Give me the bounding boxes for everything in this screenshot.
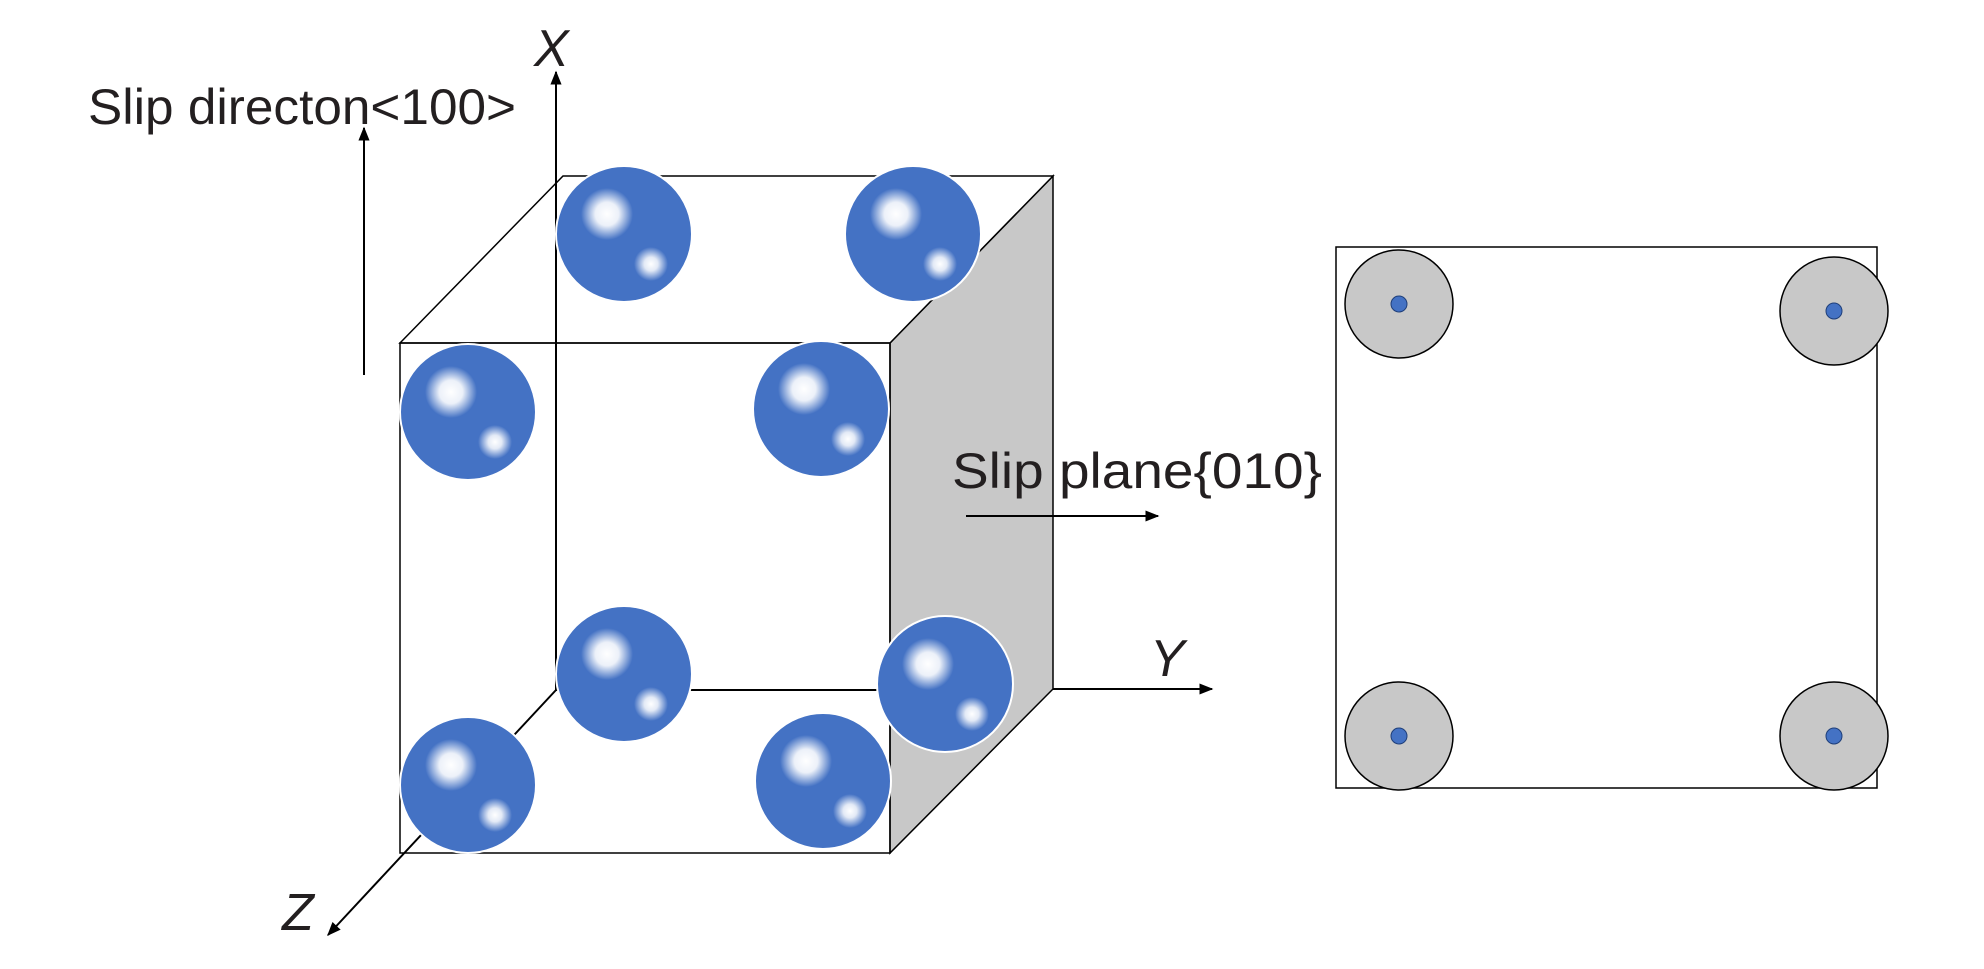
atom-front-bottom-right bbox=[754, 712, 892, 850]
atom-back-top-left bbox=[555, 165, 693, 303]
atom-front-top-right bbox=[752, 340, 890, 478]
y-axis-label: Y bbox=[1150, 630, 1188, 688]
projection-atom-top-left bbox=[1344, 249, 1454, 359]
slip-plane-projection bbox=[1335, 246, 1889, 791]
front-face bbox=[399, 342, 891, 854]
z-axis-label: Z bbox=[280, 884, 316, 942]
projection-atom-bottom-left bbox=[1344, 681, 1454, 791]
atom-front-top-left bbox=[399, 343, 537, 481]
atom-back-bottom-left bbox=[555, 605, 693, 743]
slip-plane-label: Slip plane{010} bbox=[952, 443, 1322, 499]
atom-back-bottom-right bbox=[876, 615, 1014, 753]
slip-direction-label: Slip directon<100> bbox=[88, 79, 516, 135]
slip-direction-annotation: Slip directon<100> bbox=[88, 79, 516, 375]
projection-atom-top-right bbox=[1779, 256, 1889, 366]
atom-front-bottom-left bbox=[399, 716, 537, 854]
projection-atom-bottom-right bbox=[1779, 681, 1889, 791]
slip-plane-annotation: Slip plane{010} bbox=[952, 443, 1322, 522]
atoms bbox=[399, 165, 1014, 854]
x-axis-label: X bbox=[533, 20, 571, 78]
projection-atoms bbox=[1344, 249, 1889, 791]
atom-back-top-right bbox=[844, 165, 982, 303]
